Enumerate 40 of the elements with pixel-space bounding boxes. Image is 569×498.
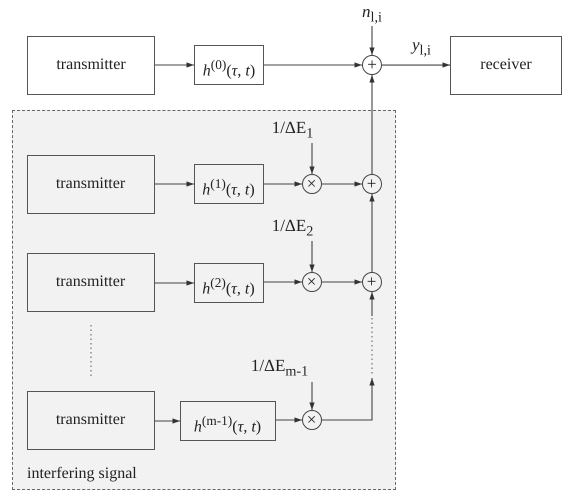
arrow: [155, 418, 180, 424]
adder-symbol: +: [362, 174, 382, 194]
process-box: h$^{(0)}$(τ, t): [194, 45, 264, 85]
arrow: [369, 26, 375, 55]
group-panel: [12, 110, 396, 490]
arrow: [322, 181, 362, 187]
arrow: [155, 181, 194, 187]
signal-label: n$_{l,i}$: [354, 0, 390, 26]
process-box: h$^{(m-1)}$(τ, t): [180, 400, 276, 440]
multiplier-symbol: ×: [302, 410, 322, 430]
arrow: [264, 62, 362, 68]
arrow: [309, 382, 315, 410]
arrow: [309, 241, 315, 272]
arrow: [276, 417, 302, 423]
process-box: h$^{(2)}$(τ, t): [194, 262, 264, 302]
gain-label: 1/ΔE$_{1}$: [258, 114, 328, 142]
arrow: [155, 280, 194, 286]
adder-symbol: +: [362, 272, 382, 292]
process-box: transmitter: [27, 36, 155, 95]
arrow: [309, 143, 315, 174]
process-box: receiver: [450, 36, 562, 95]
group-label: interfering signal: [27, 465, 137, 483]
arrow: [369, 194, 375, 272]
multiplier-symbol: ×: [302, 272, 322, 292]
arrow: [322, 378, 375, 421]
arrow: [322, 279, 362, 285]
arrow: [369, 75, 375, 174]
gain-label: 1/ΔE$_{2}$: [258, 212, 328, 240]
process-box: transmitter: [26, 154, 154, 214]
process-box: transmitter: [26, 252, 154, 312]
multiplier-symbol: ×: [302, 174, 322, 194]
arrow: [382, 62, 450, 68]
arrow: [369, 292, 375, 316]
arrow: [155, 62, 194, 68]
process-box: transmitter: [26, 390, 154, 450]
arrow: [264, 181, 302, 187]
process-box: h$^{(1)}$(τ, t): [194, 164, 264, 204]
gain-label: 1/ΔE$_{m-1}$: [232, 352, 328, 382]
adder-symbol: +: [362, 55, 382, 75]
arrow: [264, 279, 302, 285]
